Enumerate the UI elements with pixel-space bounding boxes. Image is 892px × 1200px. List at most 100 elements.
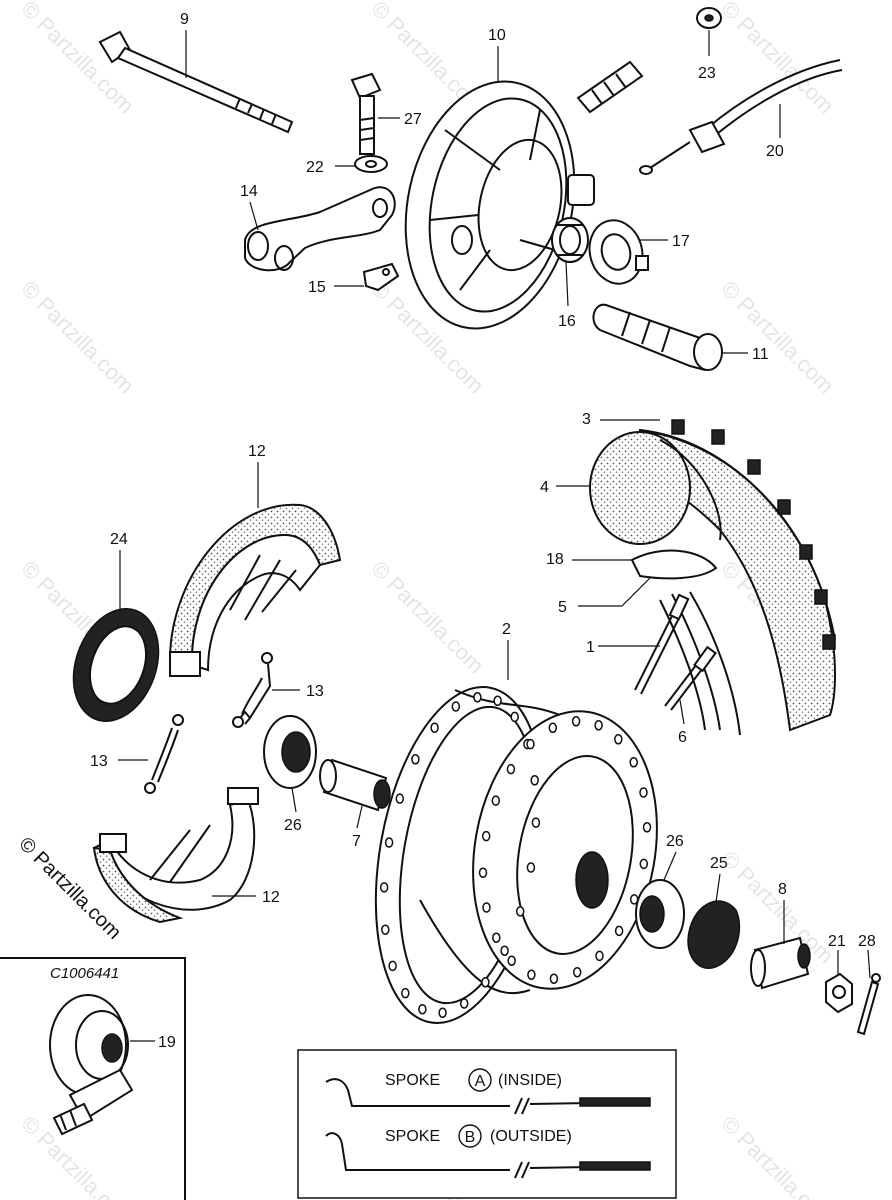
hub-spoke-hole	[482, 902, 491, 913]
part-12-brake-shoe-lower	[92, 787, 259, 924]
callout-12-upper: 12	[248, 443, 266, 460]
callout-labels: 9 10 23 27 22 14 15 20 17 16 11 3 12 4 2…	[90, 11, 876, 1051]
part-20-speedometer-cable	[639, 59, 843, 175]
hub-spoke-hole	[500, 945, 509, 956]
part-10-brake-panel	[404, 80, 576, 330]
hub-spoke-hole	[384, 837, 394, 848]
part-12-brake-shoe-upper	[168, 503, 342, 677]
inset-panel: C1006441	[0, 957, 186, 1200]
hub-spoke-hole	[411, 754, 420, 765]
hub-spoke-hole	[527, 969, 536, 980]
callout-16: 16	[558, 313, 576, 330]
speedometer-fitting	[576, 60, 644, 114]
hub-spoke-hole	[395, 793, 405, 804]
hub-spoke-hole	[530, 775, 539, 786]
callout-25: 25	[710, 855, 728, 872]
hub-spoke-hole	[438, 1007, 447, 1018]
callout-4: 4	[540, 479, 549, 496]
part-28-cotter-pin	[856, 973, 881, 1036]
callout-24: 24	[110, 531, 128, 548]
part-21-axle-nut	[825, 972, 853, 1014]
hub-spoke-hole	[614, 925, 624, 937]
callout-23: 23	[698, 65, 716, 82]
hub-spoke-hole	[492, 932, 501, 943]
hub-spoke-hole	[473, 692, 482, 703]
leader-lines	[118, 30, 871, 1042]
watermark: © Partzilla.com	[716, 276, 839, 399]
callout-19: 19	[158, 1034, 176, 1051]
part-23-washer	[696, 7, 722, 29]
watermark: © Partzilla.com	[716, 1111, 839, 1200]
hub-spoke-hole	[531, 817, 541, 828]
watermark: © Partzilla.com	[716, 0, 839, 118]
hub-spoke-hole	[418, 1003, 427, 1015]
part-15-wear-indicator	[362, 262, 400, 292]
part-17-retainer	[588, 219, 649, 285]
hub-spoke-hole	[639, 858, 649, 870]
part-19-speedometer-gearbox	[49, 994, 134, 1136]
part-3-tire	[628, 419, 836, 732]
watermark: © Partzilla.com	[366, 556, 489, 679]
hub-spoke-hole	[481, 977, 490, 988]
part-26-bearing-left	[263, 715, 317, 789]
watermark: © Partzilla.com	[16, 276, 139, 399]
part-25-collar	[687, 900, 741, 969]
part-14-brake-arm	[244, 186, 396, 272]
hub-spoke-hole	[430, 722, 439, 733]
hub-spoke-hole	[595, 950, 604, 962]
part-8-spacer	[750, 936, 811, 990]
hub-spoke-hole	[388, 960, 397, 972]
callout-5: 5	[558, 599, 567, 616]
part-26-bearing-right	[635, 879, 685, 949]
hub-spoke-hole	[639, 787, 648, 798]
hub-spoke-hole	[642, 822, 652, 833]
part-4-inner-tube	[589, 431, 722, 545]
callout-26-left: 26	[284, 817, 302, 834]
part-9-axle-bolt	[98, 30, 294, 134]
callout-7: 7	[352, 833, 361, 850]
hub-spoke-hole	[629, 757, 638, 768]
callout-1: 1	[586, 639, 595, 656]
part-6-spoke-b	[664, 645, 717, 711]
part-18-rim-band	[630, 549, 718, 580]
callout-12-lower: 12	[262, 889, 280, 906]
hub-spoke-hole	[506, 763, 516, 775]
hub-spoke-hole	[493, 695, 502, 707]
hub-spoke-hole	[381, 924, 390, 935]
callout-17: 17	[672, 233, 690, 250]
inset-code: C1006441	[50, 965, 119, 982]
legend-spoke-b-prefix: SPOKE	[385, 1128, 440, 1145]
callout-27: 27	[404, 111, 422, 128]
hub-spoke-hole	[549, 973, 559, 984]
legend-spoke-a-prefix: SPOKE	[385, 1072, 440, 1089]
hub-spoke-hole	[526, 862, 536, 873]
part-22-washer	[354, 155, 388, 173]
part-7-spacer	[319, 758, 391, 812]
legend-spoke-b-letter: B	[465, 1129, 476, 1146]
callout-3: 3	[582, 411, 591, 428]
hub-spoke-hole	[478, 867, 488, 878]
part-13-spring-lower	[144, 714, 184, 794]
part-16-speedometer-gear	[551, 174, 595, 263]
callout-11: 11	[752, 346, 769, 363]
part-24-oil-seal	[72, 608, 160, 722]
hub-spoke-hole	[481, 830, 491, 842]
hub-spoke-hole	[510, 711, 519, 723]
part-27-bolt	[350, 72, 382, 155]
callout-8: 8	[778, 881, 787, 898]
hub-spoke-hole	[548, 722, 558, 734]
legend-spoke-b-suffix: (OUTSIDE)	[490, 1128, 572, 1145]
hub-spoke-hole	[459, 998, 469, 1009]
part-1-spoke-a	[634, 593, 690, 695]
callout-10: 10	[488, 27, 506, 44]
legend-spoke-b: SPOKE B (OUTSIDE)	[325, 1124, 651, 1179]
hub-spoke-hole	[401, 987, 410, 999]
hub-spoke-hole	[507, 955, 516, 966]
legend-spoke-a-letter: A	[475, 1073, 486, 1090]
hub-spoke-hole	[379, 882, 389, 893]
callout-28: 28	[858, 933, 876, 950]
hub-spoke-hole	[614, 734, 623, 745]
spoke-legend: SPOKE A (INSIDE) SPOKE B (OUTSIDE)	[297, 1049, 677, 1199]
callout-9: 9	[180, 11, 189, 28]
hub-spoke-hole	[451, 701, 461, 712]
